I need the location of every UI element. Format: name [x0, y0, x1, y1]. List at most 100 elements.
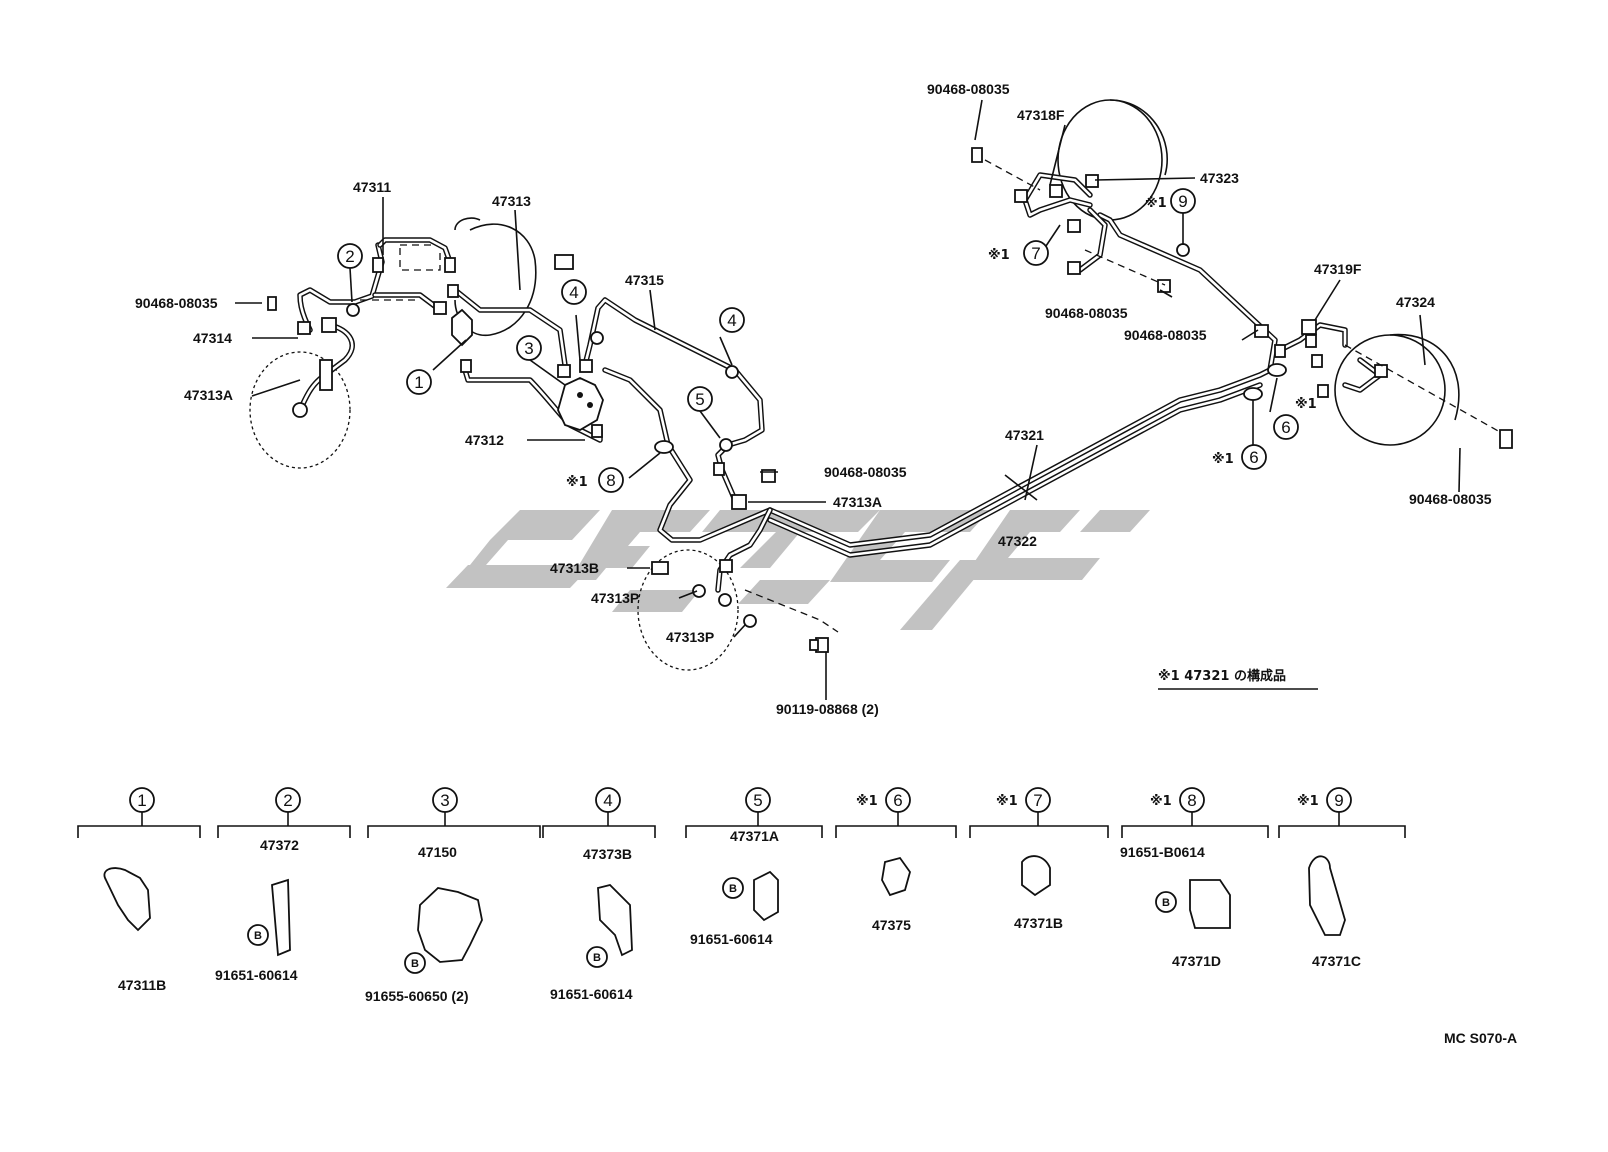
- legend-part-number: 47375: [872, 917, 911, 933]
- star-note-7: ※1: [988, 248, 1010, 263]
- legend-star-note: ※1: [1150, 794, 1172, 809]
- legend-part-drawing: [753, 870, 779, 922]
- label-47313A-center: 47313A: [833, 494, 882, 510]
- label-47318F: 47318F: [1017, 107, 1065, 123]
- callout-1-top: 1: [406, 369, 432, 395]
- legend-callout-number: 3: [440, 791, 449, 810]
- diagram-code: MC S070-A: [1444, 1030, 1517, 1046]
- legend-star-note: ※1: [856, 794, 878, 809]
- legend-part-number: 91651-60614: [215, 967, 298, 983]
- callout-2-top: 2: [337, 243, 363, 269]
- bolt-marker-letter: B: [593, 952, 601, 964]
- legend-callout-number: 2: [283, 791, 292, 810]
- footnote-text: ※1 47321 の構成品: [1158, 668, 1286, 684]
- pipe-fittings: [297, 174, 1388, 573]
- legend-part-drawing: [417, 887, 483, 963]
- label-90468-f: 90468-08035: [1409, 491, 1492, 507]
- part-labels: 47311 47313 4 7 3 1 5 90468-08035 47314 4731…: [135, 81, 1492, 717]
- legend-item-3: 3 47150 91655-60650 (2) B: [365, 787, 541, 1004]
- legend-bracket: [367, 825, 541, 838]
- legend-item-2: 2 47372 91651-60614 B: [215, 787, 351, 983]
- legend-part-number: 91655-60650 (2): [365, 988, 469, 1004]
- star-note-6b: ※1: [1212, 452, 1234, 467]
- legend-callout-number: 5: [753, 791, 762, 810]
- svg-text:3: 3: [524, 339, 533, 358]
- legend-bracket: [1278, 825, 1406, 838]
- legend-part-drawing: [1308, 855, 1346, 936]
- svg-text:6: 6: [1281, 418, 1290, 437]
- bolt-marker-letter: B: [729, 883, 737, 895]
- footnote: ※1 47321 の構成品: [1158, 668, 1318, 690]
- legend-part-drawing: [881, 856, 911, 897]
- svg-text:6: 6: [1249, 448, 1258, 467]
- legend-item-6: 6 ※1 47375: [835, 787, 957, 933]
- legend-star-note: ※1: [1297, 794, 1319, 809]
- assembly-lines: [360, 159, 1501, 633]
- legend-bracket: [217, 825, 351, 838]
- legend-part-number: 47373B: [583, 846, 632, 862]
- label-47321: 47321: [1005, 427, 1044, 443]
- legend-part-drawing: [1189, 879, 1231, 929]
- callout-circles: 1 2 3 4 4 5 8 7 9 6 6: [337, 188, 1299, 493]
- label-90468-a: 90468-08035: [135, 295, 218, 311]
- svg-text:9: 9: [1178, 192, 1187, 211]
- svg-text:5: 5: [695, 390, 704, 409]
- legend-callout-number: 6: [893, 791, 902, 810]
- brake-components: [267, 147, 1513, 653]
- legend-bracket: [542, 825, 656, 838]
- legend-part-number: 47371B: [1014, 915, 1063, 931]
- label-47323: 47323: [1200, 170, 1239, 186]
- legend-part-number: 47371A: [730, 828, 779, 844]
- legend-callout-number: 8: [1187, 791, 1196, 810]
- label-90119: 90119-08868 (2): [776, 701, 879, 717]
- legend-bracket: [685, 825, 823, 838]
- legend-part-number: 47371C: [1312, 953, 1361, 969]
- star-note-8: ※1: [566, 475, 588, 490]
- legend-callout-number: 1: [137, 791, 146, 810]
- legend-item-1: 1 47311B: [77, 787, 201, 993]
- star-note-9: ※1: [1145, 196, 1167, 211]
- callout-5-top: 5: [687, 386, 713, 412]
- legend-part-number: 91651-60614: [550, 986, 633, 1002]
- watermark-logo: [446, 510, 1150, 630]
- bolt-marker-icon: [722, 877, 744, 899]
- bolt-marker-letter: B: [1162, 897, 1170, 909]
- legend-part-number: 91651-60614: [690, 931, 773, 947]
- label-90468-e: 90468-08035: [1124, 327, 1207, 343]
- legend-part-number: 47150: [418, 844, 457, 860]
- label-47314: 47314: [193, 330, 232, 346]
- bolt-marker-icon: [247, 924, 269, 946]
- label-90468-b: 90468-08035: [824, 464, 907, 480]
- svg-text:7: 7: [1031, 244, 1040, 263]
- legend-bracket: [1121, 825, 1269, 838]
- legend-part-drawing: [1021, 855, 1051, 897]
- bolt-marker-icon: [404, 952, 426, 974]
- callout-9-top: 9: [1170, 188, 1196, 214]
- bolt-marker-icon: [586, 946, 608, 968]
- bolt-marker-letter: B: [254, 930, 262, 942]
- legend-bracket: [835, 825, 957, 838]
- label-90468-d: 90468-08035: [1045, 305, 1128, 321]
- bolt-marker-letter: B: [411, 958, 419, 970]
- leader-lines: [235, 99, 1461, 700]
- svg-text:4: 4: [569, 283, 578, 302]
- label-47312: 47312: [465, 432, 504, 448]
- callout-3-top: 3: [516, 335, 542, 361]
- legend-part-drawing: [597, 884, 633, 957]
- label-47322: 47322: [998, 533, 1037, 549]
- legend-part-number: 47311B: [118, 977, 166, 993]
- callout-6-top-b: 6: [1241, 444, 1267, 470]
- label-47311: 47311: [353, 179, 391, 195]
- label-47313P-b: 47313P: [666, 629, 714, 645]
- legend: 147311B24737291651-60614B34715091655-606…: [77, 787, 1406, 1004]
- svg-text:4: 4: [727, 311, 736, 330]
- svg-text:2: 2: [345, 247, 354, 266]
- callout-6-top-a: 6: [1273, 414, 1299, 440]
- label-47313: 47313: [492, 193, 531, 209]
- legend-part-number: 47372: [260, 837, 299, 853]
- bolt-marker-icon: [1155, 891, 1177, 913]
- legend-item-5: 5 47371A 91651-60614 B: [685, 787, 823, 947]
